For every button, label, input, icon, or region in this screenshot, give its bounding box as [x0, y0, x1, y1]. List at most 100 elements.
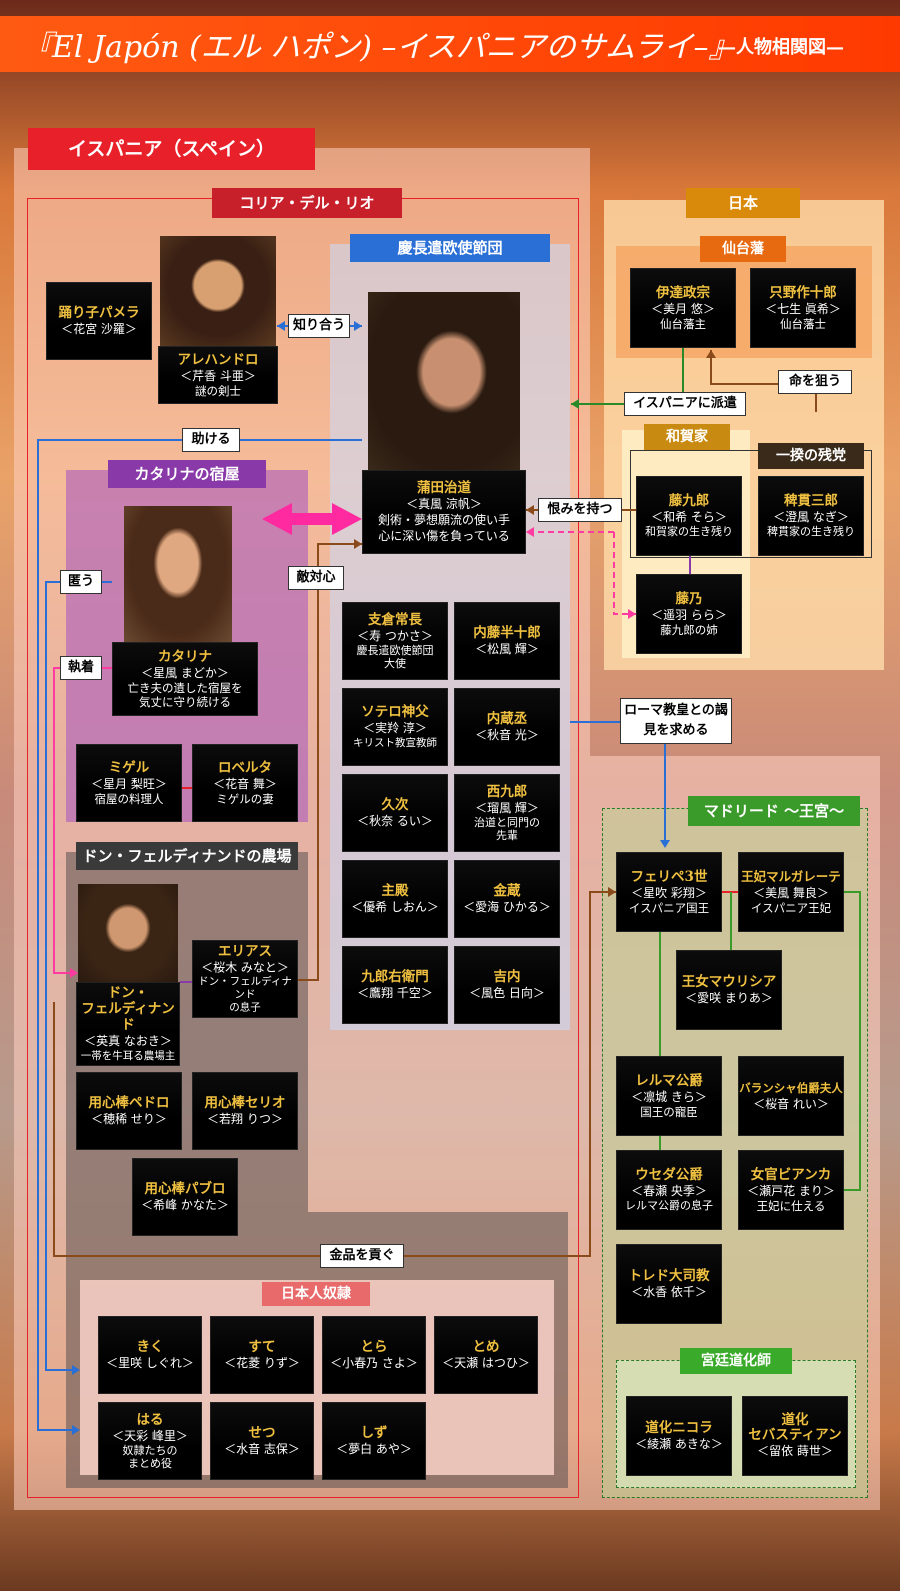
card-sebastian[interactable]: 道化 セバスティアン＜留依 蒔世＞: [742, 1396, 848, 1476]
card-hienuki[interactable]: 稗貫三郎＜澄風 なぎ＞稗貫家の生き残り: [758, 476, 864, 556]
desc-roberta: ミゲルの妻: [216, 792, 274, 806]
name-hasekura: 支倉常長: [368, 612, 422, 628]
title-bar: [0, 16, 900, 72]
card-tora[interactable]: とら＜小春乃 さよ＞: [322, 1316, 426, 1394]
card-serio[interactable]: 用心棒セリオ＜若翔 りつ＞: [192, 1072, 298, 1150]
name-pamela: 踊り子パメラ: [58, 305, 140, 321]
ikki-zone: [630, 450, 872, 558]
card-setsu[interactable]: せつ＜水音 志保＞: [210, 1402, 314, 1480]
card-lerma[interactable]: レルマ公爵＜凛城 きら＞国王の寵臣: [616, 1056, 722, 1136]
card-kinzo[interactable]: 金蔵＜愛海 ひかる＞: [454, 860, 560, 938]
name-bianca: 女官ビアンカ: [750, 1167, 832, 1183]
card-valencia[interactable]: バランシャ伯爵夫人＜桜音 れい＞: [738, 1056, 844, 1136]
alejandro-photo: [160, 236, 276, 346]
page-subtitle: —人物相関図—: [718, 37, 844, 58]
card-felipe[interactable]: フェリペ3世＜星吹 彩翔＞イスパニア国王: [616, 852, 722, 932]
line-fujino: [613, 532, 636, 615]
actor-tora: ＜小春乃 さよ＞: [330, 1356, 418, 1370]
card-ferdinand[interactable]: ドン・ フェルディナンド＜英真 なおき＞一帯を牛耳る農場主: [76, 982, 180, 1066]
name-date: 伊達政宗: [656, 285, 710, 301]
card-pedro[interactable]: 用心棒ペドロ＜穂稀 せり＞: [76, 1072, 182, 1150]
name-alejandro: アレハンドロ: [177, 352, 259, 368]
name-fujino: 藤乃: [675, 591, 703, 607]
card-nicola[interactable]: 道化ニコラ＜綾瀬 あきな＞: [626, 1396, 732, 1476]
section-catalina-inn: カタリナの宿屋: [108, 460, 266, 488]
card-kyuji[interactable]: 久次＜秋奈 るい＞: [342, 774, 448, 852]
card-toledo[interactable]: トレド大司教＜水香 依千＞: [616, 1244, 722, 1324]
arrow-heads: [70, 321, 716, 1435]
desc-haru: 奴隷たちの まとめ役: [122, 1444, 178, 1470]
actor-lerma: ＜凛城 きら＞: [631, 1090, 707, 1104]
actor-setsu: ＜水音 志保＞: [224, 1442, 300, 1456]
ferdinand-photo: [78, 884, 178, 982]
card-shizu[interactable]: しず＜夢白 あや＞: [322, 1402, 426, 1480]
card-kichinai[interactable]: 吉内＜風色 日向＞: [454, 946, 560, 1024]
desc-felipe: イスパニア国王: [628, 901, 710, 915]
card-pablo[interactable]: 用心棒パブロ＜希峰 かなた＞: [132, 1158, 238, 1236]
actor-pedro: ＜穂稀 せり＞: [91, 1112, 167, 1126]
actor-sebastian: ＜留依 蒔世＞: [757, 1444, 833, 1458]
arrowhead-urami: [526, 505, 534, 515]
tag-rome: ローマ教皇との謁見を求める: [620, 698, 732, 744]
card-mauricia[interactable]: 王女マウリシア＜愛咲 まりあ＞: [676, 950, 782, 1030]
card-kuroemon[interactable]: 九郎右衛門＜鷹翔 千空＞: [342, 946, 448, 1024]
card-shuden[interactable]: 主殿＜優希 しおん＞: [342, 860, 448, 938]
name-ferdinand: ドン・ フェルディナンド: [81, 985, 175, 1033]
name-miguel: ミゲル: [108, 760, 150, 776]
card-sotelo[interactable]: ソテロ神父＜実羚 淳＞キリスト教宣教師: [342, 688, 448, 766]
name-tora: とら: [360, 1339, 388, 1355]
card-elias[interactable]: エリアス＜桜木 みなと＞ドン・フェルディナンド の息子: [192, 940, 298, 1018]
name-haru: はる: [136, 1412, 164, 1428]
tag-shiriau: 知り合う: [288, 314, 350, 338]
actor-bianca: ＜瀬戸花 まり＞: [747, 1184, 835, 1198]
line-tekitai: [297, 543, 362, 981]
card-catalina[interactable]: カタリナ＜星風 まどか＞亡き夫の遺した宿屋を 気丈に守り続ける: [112, 642, 258, 716]
card-tokuro[interactable]: 藤九郎＜和希 そら＞和賀家の生き残り: [636, 476, 742, 556]
card-naito[interactable]: 内藤半十郎＜松風 輝＞: [454, 602, 560, 680]
tag-shuchaku: 執着: [60, 656, 102, 680]
page-title: 『El Japón (エル ハポン) –イスパニアのサムライ–』: [22, 30, 739, 65]
section-jester: 宮廷道化師: [680, 1348, 792, 1374]
card-sute[interactable]: すて＜花菱 りず＞: [210, 1316, 314, 1394]
actor-shuden: ＜優希 しおん＞: [351, 900, 439, 914]
card-haru[interactable]: はる＜天彩 峰里＞奴隷たちの まとめ役: [98, 1402, 202, 1480]
card-bianca[interactable]: 女官ビアンカ＜瀬戸花 まり＞王妃に仕える: [738, 1150, 844, 1230]
actor-nicola: ＜綾瀬 あきな＞: [635, 1437, 723, 1451]
card-fujino[interactable]: 藤乃＜遥羽 らら＞藤九郎の姉: [636, 574, 742, 654]
card-nishikuro[interactable]: 西九郎＜瑠風 輝＞治道と同門の 先輩: [454, 774, 560, 852]
card-kiku[interactable]: きく＜里咲 しぐれ＞: [98, 1316, 202, 1394]
name-tome: とめ: [472, 1339, 500, 1355]
card-roberta[interactable]: ロベルタ＜花音 舞＞ミゲルの妻: [192, 744, 298, 822]
arrowhead-shiriau-left: [277, 321, 285, 331]
name-margarita: 王妃マルガレーテ: [741, 869, 841, 884]
card-hasekura[interactable]: 支倉常長＜寿 つかさ＞慶長遣欧使節団 大使: [342, 602, 448, 680]
name-tadano: 只野作十郎: [769, 285, 837, 301]
name-mauricia: 王女マウリシア: [681, 974, 777, 990]
card-tadano[interactable]: 只野作十郎＜七生 眞希＞仙台藩士: [750, 268, 856, 348]
card-uceda[interactable]: ウセダ公爵＜春瀬 央季＞レルマ公爵の息子: [616, 1150, 722, 1230]
card-tome[interactable]: とめ＜天瀬 はつひ＞: [434, 1316, 538, 1394]
actor-alejandro: ＜芹香 斗亜＞: [180, 369, 256, 383]
desc-catalina: 亡き夫の遺した宿屋を 気丈に守り続ける: [127, 681, 243, 709]
section-corria: コリア・デル・リオ: [212, 188, 402, 218]
harunosuke-photo: [368, 292, 520, 470]
card-miguel[interactable]: ミゲル＜星月 梨旺＞宿屋の料理人: [76, 744, 182, 822]
desc-miguel: 宿屋の料理人: [94, 792, 164, 806]
actor-uceda: ＜春瀬 央季＞: [631, 1184, 707, 1198]
card-pamela[interactable]: 踊り子パメラ＜花宮 沙羅＞: [46, 282, 152, 360]
card-date[interactable]: 伊達政宗＜美月 悠＞仙台藩主: [630, 268, 736, 348]
actor-nishikuro: ＜瑠風 輝＞: [475, 801, 539, 815]
name-pedro: 用心棒ペドロ: [88, 1095, 170, 1111]
card-margarita[interactable]: 王妃マルガレーテ＜美風 舞良＞イスパニア王妃: [738, 852, 844, 932]
name-valencia: バランシャ伯爵夫人: [739, 1081, 843, 1095]
actor-hasekura: ＜寿 つかさ＞: [357, 629, 433, 643]
desc-hienuki: 稗貫家の生き残り: [767, 525, 855, 538]
arrowhead-tasukeru: [72, 1425, 80, 1435]
card-kurando[interactable]: 内蔵丞＜秋音 光＞: [454, 688, 560, 766]
card-alejandro[interactable]: アレハンドロ＜芹香 斗亜＞謎の剣士: [158, 346, 278, 404]
actor-pablo: ＜希峰 かなた＞: [141, 1198, 229, 1212]
card-harunosuke[interactable]: 蒲田治道＜真風 涼帆＞剣術・夢想願流の使い手 心に深い傷を負っている: [362, 470, 526, 554]
actor-roberta: ＜花音 舞＞: [213, 777, 277, 791]
arrowhead-bigpink: [262, 503, 292, 535]
